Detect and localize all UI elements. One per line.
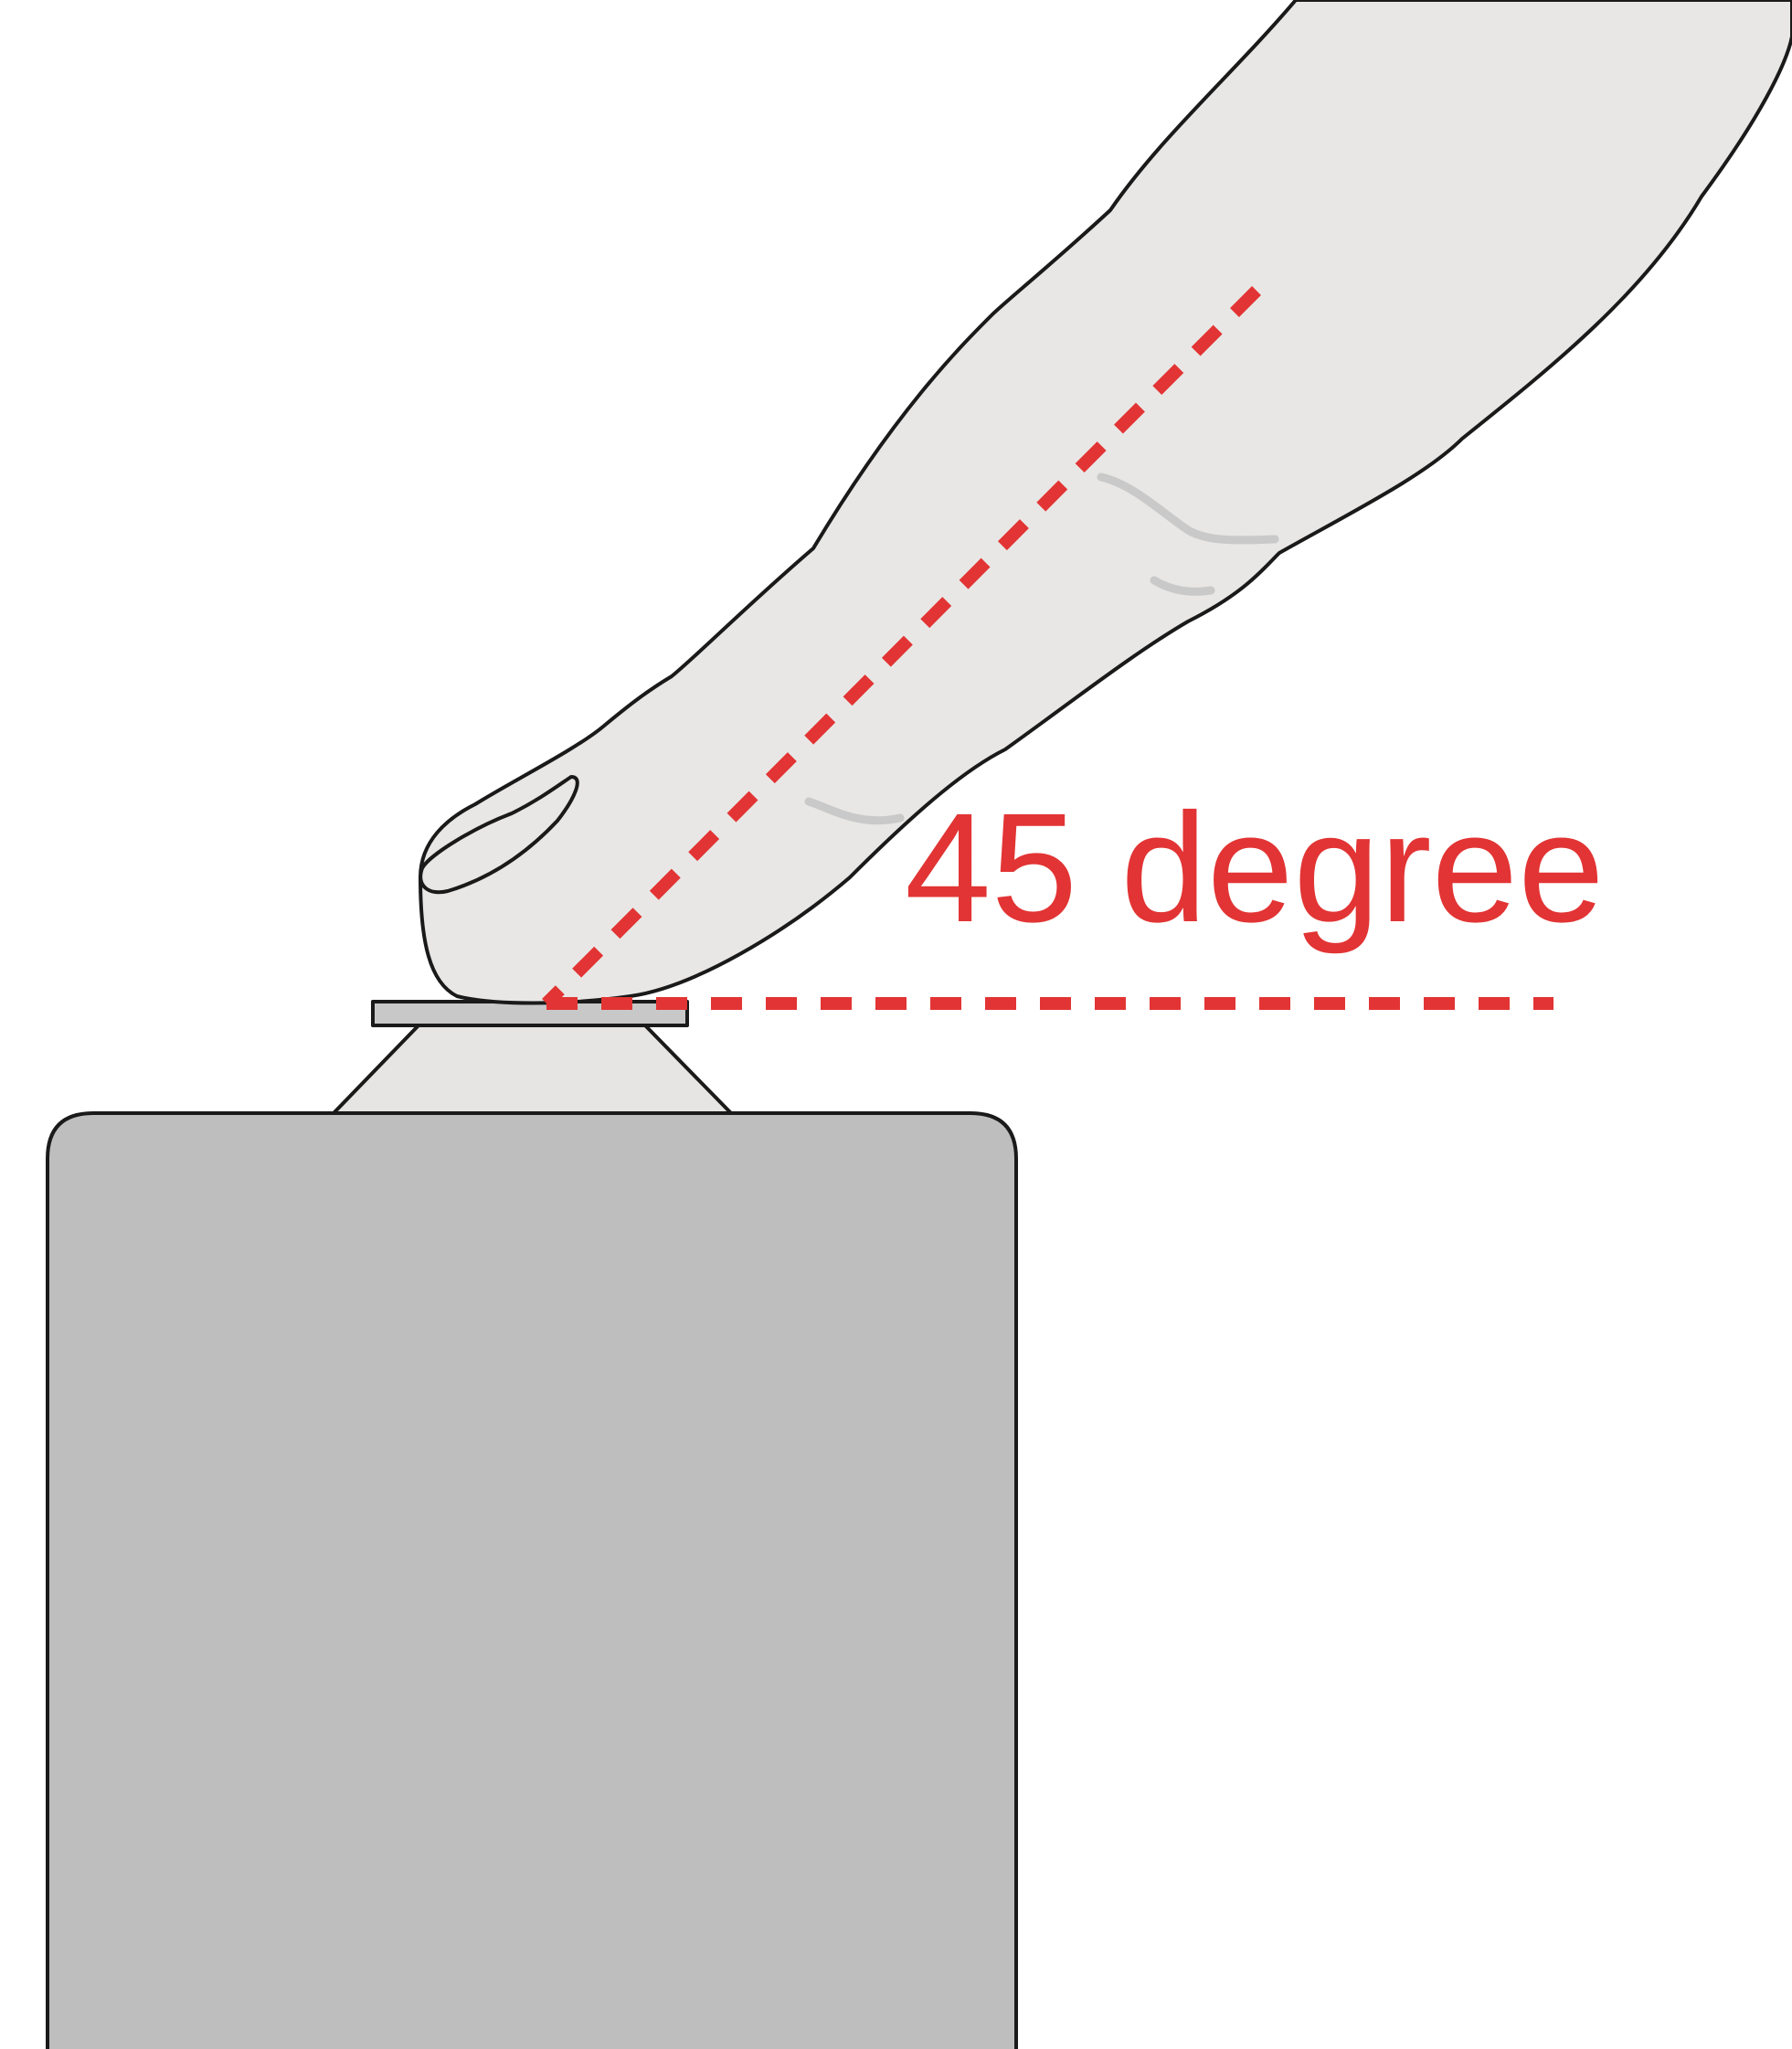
finger-shape: [419, 0, 1792, 1005]
finger-icon: [419, 0, 1792, 1005]
knuckle-crease-lower: [1150, 576, 1215, 596]
scanner-body: [46, 1111, 1018, 2049]
scanner-mount: [332, 1024, 733, 1115]
fingernail: [419, 775, 579, 895]
knuckle-crease-upper: [1097, 472, 1279, 545]
finger-axis-dashed-line: [542, 286, 1261, 1008]
angle-marker: 45 degree: [542, 286, 1605, 1010]
joint-crease: [804, 797, 905, 825]
angle-label: 45 degree: [905, 781, 1605, 955]
scanner-device: [46, 1000, 1018, 2049]
sensor-plate: [371, 1000, 689, 1027]
